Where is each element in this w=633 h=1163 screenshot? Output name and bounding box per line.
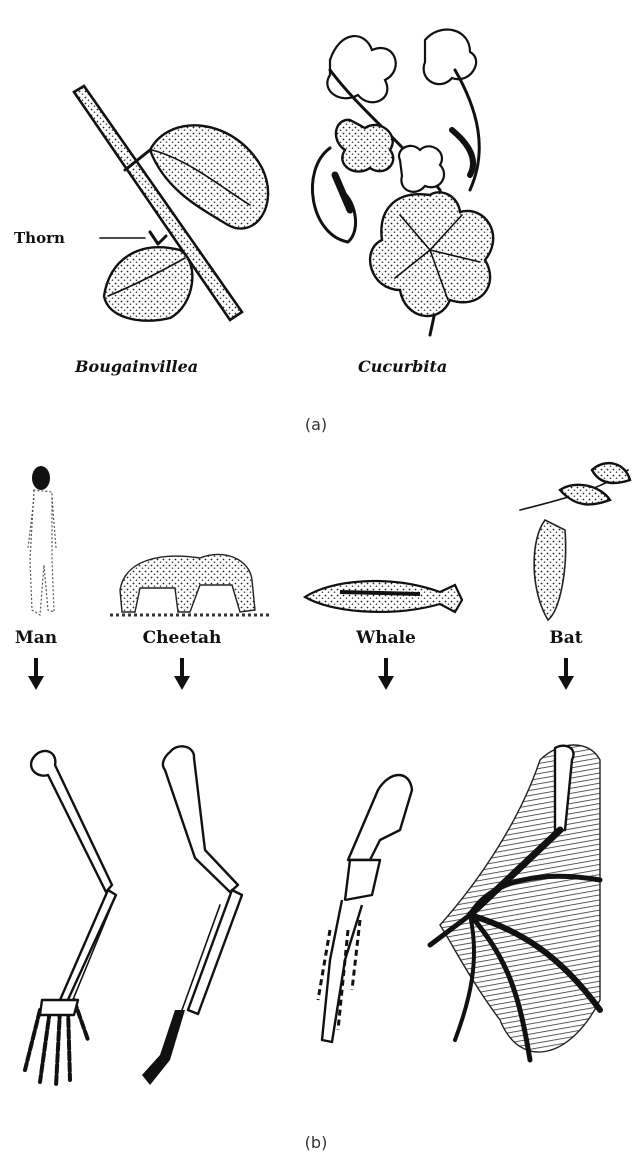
cucurbita-label: Cucurbita bbox=[358, 357, 447, 376]
down-arrow-icon bbox=[378, 658, 394, 690]
bat-wing bbox=[430, 745, 600, 1060]
animal-label-cheetah: Cheetah bbox=[143, 628, 222, 648]
cheetah-illustration bbox=[110, 554, 270, 615]
man-forelimb bbox=[25, 751, 116, 1086]
thorn-label: Thorn bbox=[14, 229, 65, 247]
caption-a: (a) bbox=[305, 415, 327, 434]
bougainvillea-illustration bbox=[74, 86, 268, 321]
cucurbita-illustration bbox=[312, 30, 493, 335]
down-arrow-icon bbox=[28, 658, 44, 690]
whale-illustration bbox=[305, 581, 462, 612]
animal-label-man: Man bbox=[15, 628, 57, 648]
panel-a: Thorn Bougainvillea Cucurbita (a) bbox=[14, 30, 493, 434]
cheetah-forelimb bbox=[142, 746, 242, 1085]
caption-b: (b) bbox=[305, 1133, 328, 1152]
animal-label-whale: Whale bbox=[355, 628, 416, 648]
man-illustration bbox=[28, 466, 56, 615]
whale-flipper bbox=[318, 775, 412, 1042]
down-arrow-icon bbox=[558, 658, 574, 690]
panel-b: Man Cheetah Whale Bat bbox=[15, 463, 630, 1152]
animal-label-bat: Bat bbox=[549, 628, 582, 648]
bougainvillea-label: Bougainvillea bbox=[74, 357, 198, 376]
down-arrow-icon bbox=[174, 658, 190, 690]
bat-illustration bbox=[520, 463, 630, 620]
